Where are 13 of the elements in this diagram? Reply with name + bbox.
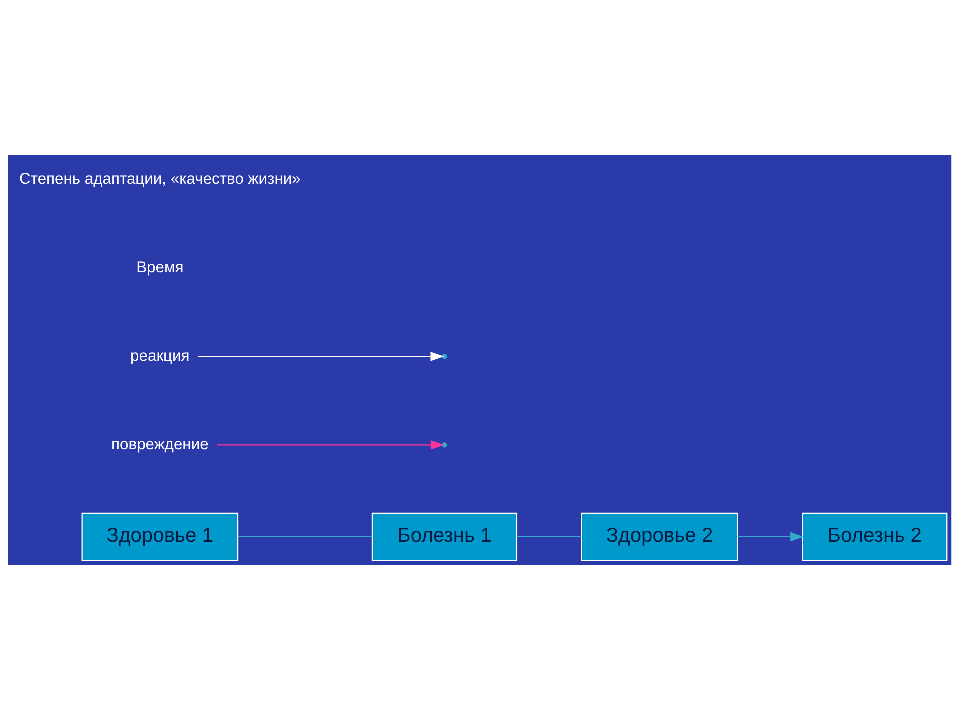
node-box: Болезнь 2 <box>802 512 948 562</box>
arrow <box>217 440 444 450</box>
connector <box>238 536 372 538</box>
node-text: реакция <box>130 348 190 365</box>
arrow <box>738 532 804 542</box>
node-box: Здоровье 2 <box>581 512 738 562</box>
node-text: повреждение <box>112 436 209 454</box>
node-box: Здоровье 1 <box>82 512 239 562</box>
connector <box>517 536 582 538</box>
label: Степень адаптации, «качество жизни» <box>20 170 301 188</box>
label: Время <box>136 259 184 276</box>
node-box: Болезнь 1 <box>372 512 518 562</box>
arrow <box>198 352 444 362</box>
